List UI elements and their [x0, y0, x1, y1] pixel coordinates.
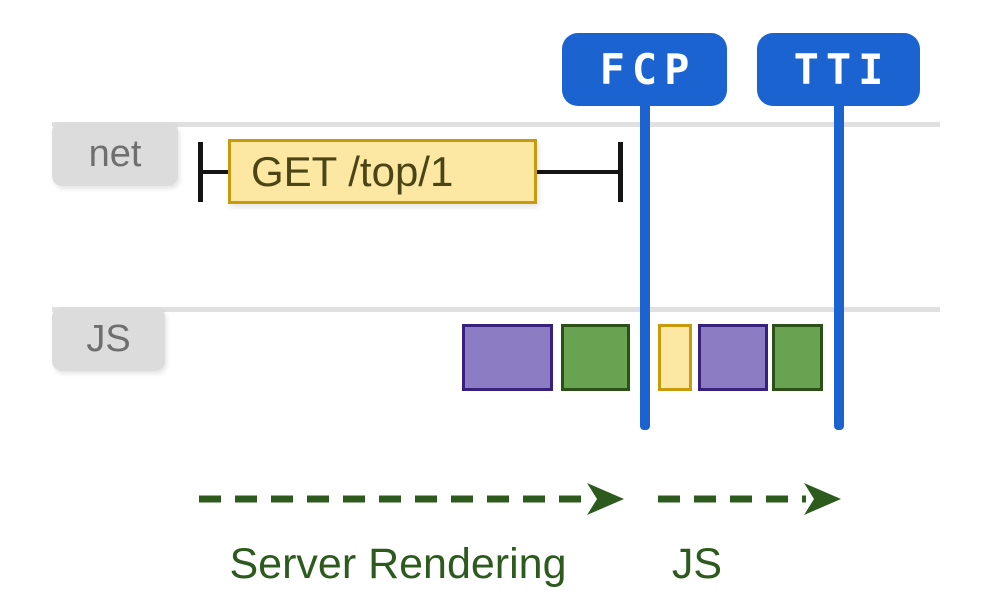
phase-arrow-server-rendering [199, 483, 624, 515]
js-block-purple [462, 324, 553, 391]
fcp-badge-label: FCP [599, 45, 697, 94]
request-start-tick [198, 142, 203, 202]
tti-badge: TTI [757, 33, 920, 106]
request-end-tick [618, 142, 623, 202]
js-track-tab: JS [52, 307, 165, 371]
js-block-green [561, 324, 630, 391]
js-block-yellow [658, 324, 692, 391]
request-end-whisker [537, 170, 618, 174]
js-block-purple [698, 324, 768, 391]
fcp-badge: FCP [562, 33, 727, 106]
request-bar: GET /top/1 [228, 139, 537, 204]
net-track-label: net [88, 132, 142, 175]
js-block-green [772, 324, 823, 391]
request-start-whisker [203, 170, 228, 174]
fcp-marker-line [640, 95, 650, 430]
net-track-line [52, 122, 940, 127]
js-track-label: JS [86, 317, 131, 360]
phase-arrow-js [658, 483, 841, 515]
phase-label-server-rendering: Server Rendering [229, 540, 567, 588]
phase-label-js: JS [671, 540, 723, 588]
arrowhead-icon [804, 483, 841, 515]
arrowhead-icon [587, 483, 624, 515]
tti-badge-label: TTI [793, 45, 891, 94]
tti-marker-line [834, 95, 844, 430]
net-track-tab: net [52, 122, 178, 186]
js-track-line [52, 307, 940, 312]
request-bar-label: GET /top/1 [251, 147, 454, 195]
